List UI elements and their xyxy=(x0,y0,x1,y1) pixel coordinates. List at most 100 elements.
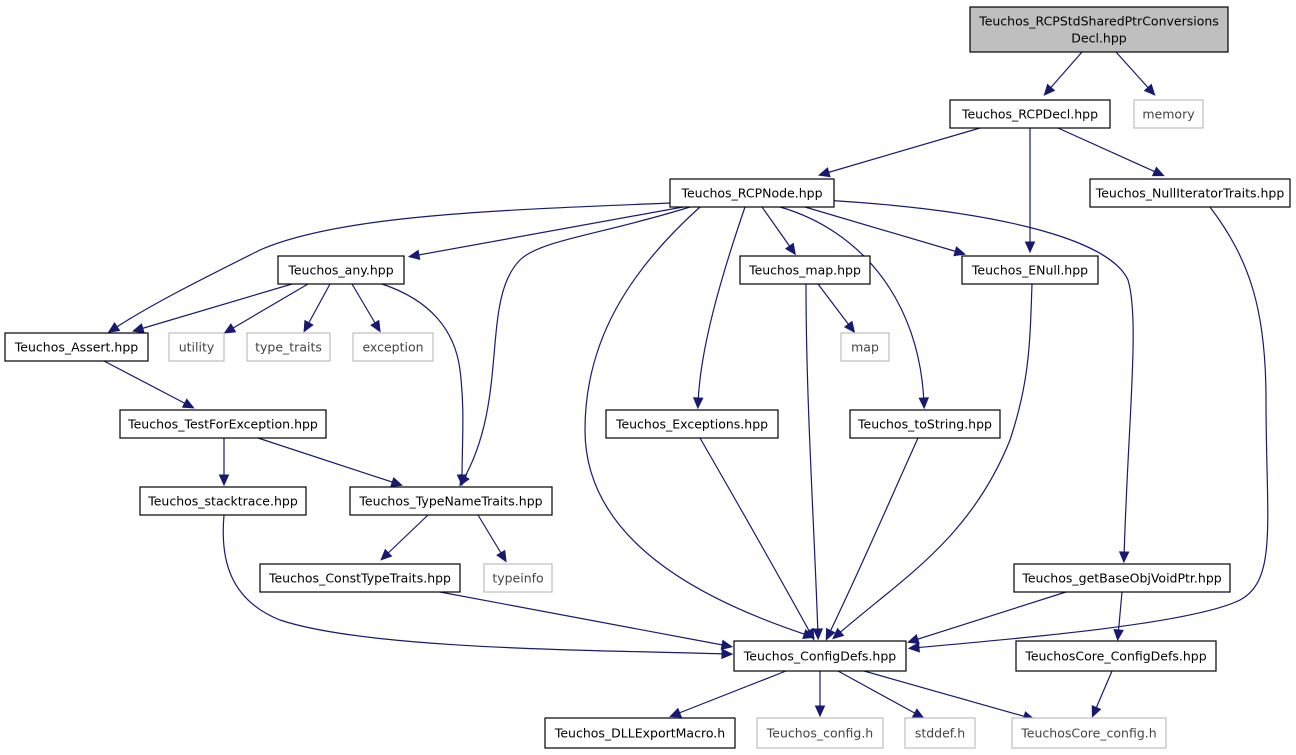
node-box xyxy=(739,255,871,285)
edge-arrowhead xyxy=(918,397,930,410)
node-label: Teuchos_RCPStdSharedPtrConversions xyxy=(978,14,1219,29)
node-label: TeuchosCore_ConfigDefs.hpp xyxy=(1024,649,1206,664)
node-box xyxy=(961,255,1099,285)
node-testforexc[interactable]: Teuchos_TestForException.hpp xyxy=(119,409,327,439)
node-exception: exception xyxy=(352,332,434,362)
node-label: Teuchos_ConfigDefs.hpp xyxy=(743,649,896,664)
edge-rcpnode-to-tostring xyxy=(779,206,930,410)
edge-configdefs-to-stddef xyxy=(837,670,925,719)
edge-line xyxy=(383,514,429,558)
node-tostring[interactable]: Teuchos_toString.hpp xyxy=(849,409,1001,439)
edge-map_hpp-to-map xyxy=(817,283,856,334)
edge-line xyxy=(779,206,925,405)
edge-any-to-typenametraits xyxy=(381,283,468,487)
edges-layer xyxy=(103,51,1269,722)
node-stacktrace[interactable]: Teuchos_stacktrace.hpp xyxy=(139,486,307,516)
node-box xyxy=(969,6,1229,53)
edge-rcpdecl-to-enull xyxy=(1024,128,1036,254)
edge-arrowhead xyxy=(832,627,845,640)
edge-line xyxy=(222,514,729,655)
node-box xyxy=(849,409,1001,439)
node-configdefs[interactable]: Teuchos_ConfigDefs.hpp xyxy=(733,640,907,672)
edge-arrowhead xyxy=(1024,241,1036,254)
edge-line xyxy=(257,437,399,485)
node-box xyxy=(669,178,835,208)
node-box xyxy=(904,717,976,749)
edge-rcpnode-to-getbaseobj xyxy=(821,199,1134,564)
node-box xyxy=(246,332,331,362)
edge-enull-to-configdefs xyxy=(832,283,1033,640)
node-rcpnode[interactable]: Teuchos_RCPNode.hpp xyxy=(669,178,835,208)
node-exceptions[interactable]: Teuchos_Exceptions.hpp xyxy=(605,409,779,439)
edge-exceptions-to-configdefs xyxy=(699,437,815,641)
node-typeinfo: typeinfo xyxy=(483,563,553,593)
node-box xyxy=(949,99,1111,129)
edge-line xyxy=(699,437,813,637)
edge-testforexc-to-stacktrace xyxy=(218,438,230,487)
node-rcpdecl[interactable]: Teuchos_RCPDecl.hpp xyxy=(949,99,1111,129)
edge-line xyxy=(305,283,331,329)
edge-rcpnode-to-enull xyxy=(804,206,967,257)
edge-arrowhead xyxy=(907,634,920,645)
node-label: Teuchos_RCPDecl.hpp xyxy=(961,107,1098,122)
node-typenametraits[interactable]: Teuchos_TypeNameTraits.hpp xyxy=(349,486,553,516)
node-any[interactable]: Teuchos_any.hpp xyxy=(277,255,405,285)
node-box xyxy=(4,332,149,362)
edge-arrowhead xyxy=(784,242,797,256)
node-label: map xyxy=(851,340,879,355)
edge-rcpnode-to-map_hpp xyxy=(761,206,797,256)
edge-stacktrace-to-configdefs xyxy=(222,514,734,660)
node-stddef: stddef.h xyxy=(904,717,976,749)
node-root[interactable]: Teuchos_RCPStdSharedPtrConversionsDecl.h… xyxy=(969,6,1229,53)
edge-line xyxy=(412,206,684,257)
edge-arrowhead xyxy=(843,320,856,334)
node-consttypetraits[interactable]: Teuchos_ConstTypeTraits.hpp xyxy=(259,563,461,593)
edge-arrowhead xyxy=(907,642,920,653)
node-label: Teuchos_DLLExportMacro.h xyxy=(554,726,725,741)
edge-configdefs-to-dllexport xyxy=(669,670,787,718)
node-label: Teuchos_toString.hpp xyxy=(857,417,992,432)
edge-line xyxy=(1057,127,1161,175)
node-map_hpp[interactable]: Teuchos_map.hpp xyxy=(739,255,871,285)
node-box xyxy=(483,563,553,593)
node-label: Teuchos_ENull.hpp xyxy=(971,263,1088,278)
node-getbaseobj[interactable]: Teuchos_getBaseObjVoidPtr.hpp xyxy=(1013,563,1231,593)
edge-line xyxy=(1117,591,1123,637)
node-label: type_traits xyxy=(255,340,322,355)
edge-getbaseobj-to-coreconfigdefs xyxy=(1113,591,1124,642)
edge-line xyxy=(461,206,691,483)
edge-line xyxy=(805,283,819,636)
node-box xyxy=(1013,563,1231,593)
edge-line xyxy=(227,283,309,332)
node-label: Teuchos_stacktrace.hpp xyxy=(147,494,298,509)
edge-assert-to-testforexc xyxy=(103,360,195,409)
node-assert[interactable]: Teuchos_Assert.hpp xyxy=(4,332,149,362)
node-box xyxy=(733,640,907,672)
edge-arrowhead xyxy=(107,322,121,333)
edge-line xyxy=(1115,51,1153,93)
node-config_h: Teuchos_config.h xyxy=(756,717,884,749)
node-label: Teuchos_any.hpp xyxy=(287,263,393,278)
edge-line xyxy=(136,283,293,331)
node-label: stddef.h xyxy=(915,726,965,741)
edge-line xyxy=(912,206,1269,649)
edge-any-to-exception xyxy=(351,283,381,333)
edge-map_hpp-to-configdefs xyxy=(805,283,824,641)
edge-line xyxy=(584,206,811,637)
edge-getbaseobj-to-configdefs xyxy=(907,591,1067,645)
node-box xyxy=(1011,717,1167,749)
edge-tostring-to-configdefs xyxy=(825,437,919,641)
edge-arrowhead xyxy=(669,707,682,718)
node-enull[interactable]: Teuchos_ENull.hpp xyxy=(961,255,1099,285)
edge-typenametraits-to-typeinfo xyxy=(477,514,507,563)
node-coreconfigdefs[interactable]: TeuchosCore_ConfigDefs.hpp xyxy=(1015,640,1217,672)
edge-line xyxy=(761,206,794,252)
node-dllexport[interactable]: Teuchos_DLLExportMacro.h xyxy=(544,717,736,749)
edge-any-to-assert xyxy=(131,283,293,334)
node-label: Teuchos_RCPNode.hpp xyxy=(680,186,822,201)
edge-arrowhead xyxy=(1091,704,1102,718)
edge-rcpnode-to-exceptions xyxy=(692,206,746,410)
node-label: Teuchos_config.h xyxy=(766,726,873,741)
node-nulliter[interactable]: Teuchos_NullIteratorTraits.hpp xyxy=(1089,178,1291,208)
